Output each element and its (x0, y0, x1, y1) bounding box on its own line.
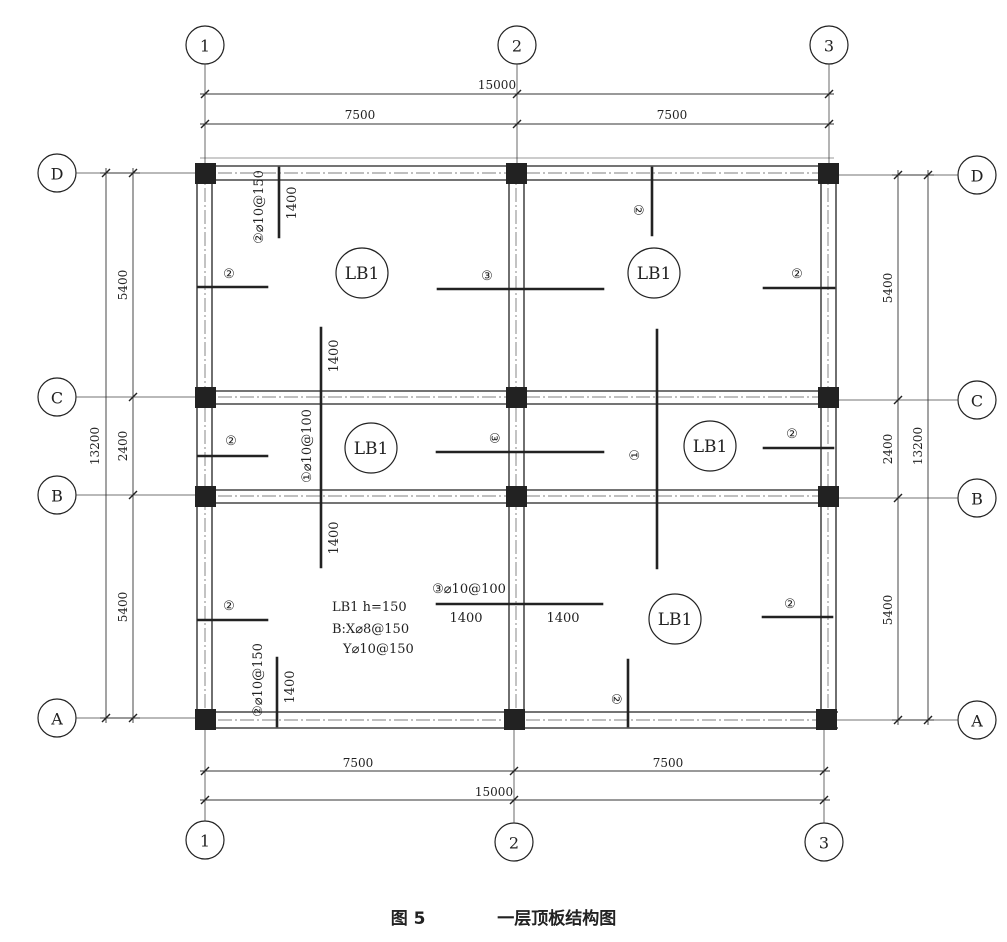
dim-CB-left: 2400 (116, 431, 130, 462)
floor-slab-plan: 1 2 3 1 2 3 D C B A D C B A (37, 25, 997, 862)
slab-label-3: LB1 (354, 439, 389, 459)
axis-2-bottom-label: 2 (509, 834, 519, 853)
len-bottom-left: 1400 (283, 670, 298, 703)
mark-2-r2-left: ② (225, 434, 237, 449)
slab-bubble-4 (683, 420, 737, 472)
dim-total-right: 13200 (911, 427, 925, 465)
column-C2 (506, 387, 527, 408)
spec-1-left: ①⌀10@100 (300, 409, 315, 483)
slab-spec-line2: B:X⌀8@150 (332, 622, 409, 637)
slab-bubble-5 (648, 593, 702, 645)
len-left-lower: 1400 (327, 521, 342, 554)
mark-3-r1-mid: ③ (481, 269, 493, 284)
dim-BA-left: 5400 (116, 592, 130, 623)
slab-bubbles (335, 247, 737, 645)
axis-labels: 1 2 3 1 2 3 D C B A D C B A (50, 37, 983, 853)
dim-span12-bottom: 7500 (343, 756, 374, 770)
column-B2 (506, 486, 527, 507)
axis-3-bottom-label: 3 (819, 834, 829, 853)
rebar-annotations: ②⌀10@150 1400 1400 ①⌀10@100 1400 ②⌀10@15… (251, 170, 580, 717)
dim-BA-right: 5400 (881, 595, 895, 626)
beam-centerlines (196, 166, 838, 728)
spec-3-bottom-mid: ③⌀10@100 (432, 582, 506, 597)
axis-B-right-label: B (971, 490, 983, 509)
dim-CB-right: 2400 (881, 434, 895, 465)
axis-C-right-label: C (971, 392, 983, 411)
axis-C-left-label: C (51, 389, 63, 408)
dimension-ticks (101, 89, 933, 805)
mark-2-r1-left: ② (223, 267, 235, 282)
dim-DC-left: 5400 (116, 270, 130, 301)
column-D2 (506, 163, 527, 184)
axis-D-left-label: D (51, 165, 64, 184)
slab-bubble-3 (344, 422, 398, 474)
mark-3-r2-mid: ③ (486, 432, 501, 444)
axis-bubbles (37, 25, 997, 862)
mark-2-r1-right: ② (791, 267, 803, 282)
axis-B-left-label: B (51, 487, 63, 506)
column-A2 (504, 709, 525, 730)
column-D1 (195, 163, 216, 184)
len-top-left: 1400 (285, 186, 300, 219)
slab-label-5: LB1 (658, 610, 693, 630)
column-D3 (818, 163, 839, 184)
slab-label-1: LB1 (345, 264, 380, 284)
spec-2-bottom-left: ②⌀10@150 (251, 643, 266, 717)
rebar-lines (196, 166, 836, 728)
column-C3 (818, 387, 839, 408)
column-B3 (818, 486, 839, 507)
axis-A-left-label: A (50, 710, 63, 729)
dimension-texts: 15000 7500 7500 7500 7500 15000 5400 240… (88, 78, 925, 799)
axis-1-bottom-label: 1 (200, 832, 210, 851)
mark-2-r3-right: ② (784, 597, 796, 612)
slab-labels: LB1 LB1 LB1 LB1 LB1 (345, 264, 728, 630)
slab-bubble-1 (335, 247, 389, 299)
axis-1-top-label: 1 (200, 37, 210, 56)
axis-D-right-label: D (971, 167, 984, 186)
len-left-upper: 1400 (327, 339, 342, 372)
axis-2-top-label: 2 (512, 37, 522, 56)
slab-spec-note: LB1 h=150 B:X⌀8@150 Y⌀10@150 (332, 600, 414, 657)
dim-span23-bottom: 7500 (653, 756, 684, 770)
mark-2-r2-right: ② (786, 427, 798, 442)
dim-total-bottom: 15000 (475, 785, 513, 799)
figure-caption: 图 5 一层顶板结构图 (0, 904, 1007, 929)
column-B1 (195, 486, 216, 507)
rebar-marks: ② ③ ② ② ③ ① ② ② ② ② ② (223, 204, 803, 705)
dim-span23-top: 7500 (657, 108, 688, 122)
slab-bubble-2 (627, 247, 681, 299)
mark-2-r3-left: ② (223, 599, 235, 614)
slab-label-4: LB1 (693, 437, 728, 457)
mark-1-right-vertical: ① (628, 449, 643, 461)
axis-A-right-label: A (970, 712, 983, 731)
len-bottom-mid-left: 1400 (449, 611, 482, 626)
spec-2-top-left: ②⌀10@150 (252, 170, 267, 244)
mark-2-bottom-right: ② (608, 693, 623, 705)
mark-2-top-right: ② (630, 204, 645, 216)
beams (196, 165, 838, 729)
figure-number: 图 5 (390, 909, 426, 929)
dim-total-top: 15000 (478, 78, 516, 92)
figure-title: 一层顶板结构图 (497, 909, 617, 929)
slab-spec-line1: LB1 h=150 (332, 600, 407, 615)
column-C1 (195, 387, 216, 408)
dim-DC-right: 5400 (881, 273, 895, 304)
columns (195, 163, 839, 730)
len-bottom-mid-right: 1400 (546, 611, 579, 626)
slab-spec-line3: Y⌀10@150 (342, 642, 414, 657)
column-A3 (816, 709, 837, 730)
slab-label-2: LB1 (637, 264, 672, 284)
dim-total-left: 13200 (88, 427, 102, 465)
dim-span12-top: 7500 (345, 108, 376, 122)
column-A1 (195, 709, 216, 730)
axis-3-top-label: 3 (824, 37, 834, 56)
